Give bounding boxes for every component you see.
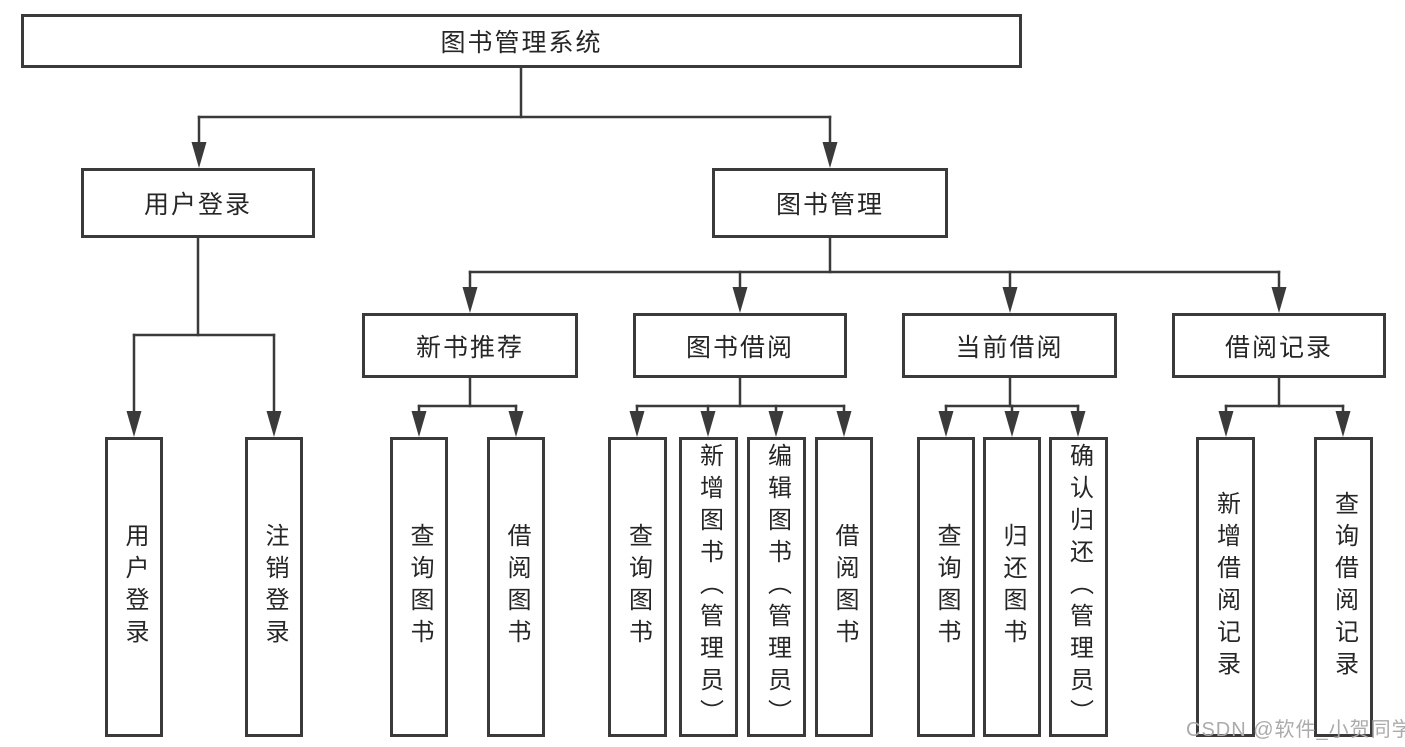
node-leaf-query-book-2: 查询图书 bbox=[608, 437, 667, 737]
node-leaf-user-login: 用户登录 bbox=[105, 437, 163, 737]
node-leaf-query-book-1: 查询图书 bbox=[390, 437, 448, 737]
node-leaf-borrow-book-2: 借阅图书 bbox=[815, 437, 873, 737]
node-label: 图书管理 bbox=[775, 191, 884, 219]
node-current-borrow: 当前借阅 bbox=[902, 313, 1117, 378]
node-label: 编辑图书（管理员） bbox=[763, 443, 791, 731]
node-new-book-rec: 新书推荐 bbox=[362, 313, 578, 378]
node-label: 查询图书 bbox=[624, 523, 652, 651]
node-label: 借阅图书 bbox=[503, 523, 530, 651]
node-book-mgmt: 图书管理 bbox=[712, 168, 948, 238]
node-label: 图书管理系统 bbox=[440, 29, 603, 57]
node-leaf-query-book-3: 查询图书 bbox=[917, 437, 975, 737]
node-label: 借阅图书 bbox=[831, 523, 858, 651]
node-label: 当前借阅 bbox=[955, 333, 1064, 362]
node-leaf-logout: 注销登录 bbox=[245, 437, 303, 737]
node-label: 确认归还（管理员） bbox=[1065, 443, 1093, 731]
node-user-login: 用户登录 bbox=[81, 168, 315, 238]
node-label: 借阅记录 bbox=[1224, 333, 1333, 362]
node-label: 新书推荐 bbox=[415, 333, 524, 362]
node-label: 查询图书 bbox=[933, 523, 960, 651]
node-label: 用户登录 bbox=[143, 191, 252, 219]
node-label: 新增借阅记录 bbox=[1212, 491, 1240, 683]
node-label: 归还图书 bbox=[999, 523, 1026, 651]
node-leaf-add-book: 新增图书（管理员） bbox=[679, 437, 738, 737]
node-leaf-borrow-book-1: 借阅图书 bbox=[487, 437, 545, 737]
node-leaf-query-borrow-record: 查询借阅记录 bbox=[1314, 437, 1373, 737]
node-leaf-confirm-return: 确认归还（管理员） bbox=[1049, 437, 1108, 737]
node-borrow-record: 借阅记录 bbox=[1172, 313, 1386, 378]
watermark-text: CSDN @软件_小贺同学 bbox=[1186, 719, 1405, 741]
node-leaf-add-borrow-record: 新增借阅记录 bbox=[1196, 437, 1255, 737]
node-label: 图书借阅 bbox=[685, 333, 794, 362]
node-label: 新增图书（管理员） bbox=[695, 443, 723, 731]
node-leaf-return-book: 归还图书 bbox=[983, 437, 1041, 737]
node-label: 用户登录 bbox=[121, 523, 148, 651]
node-leaf-edit-book: 编辑图书（管理员） bbox=[747, 437, 806, 737]
node-book-borrow: 图书借阅 bbox=[633, 313, 847, 378]
node-label: 查询图书 bbox=[406, 523, 433, 651]
node-root: 图书管理系统 bbox=[21, 14, 1022, 68]
node-label: 注销登录 bbox=[261, 523, 288, 651]
node-label: 查询借阅记录 bbox=[1330, 491, 1358, 683]
